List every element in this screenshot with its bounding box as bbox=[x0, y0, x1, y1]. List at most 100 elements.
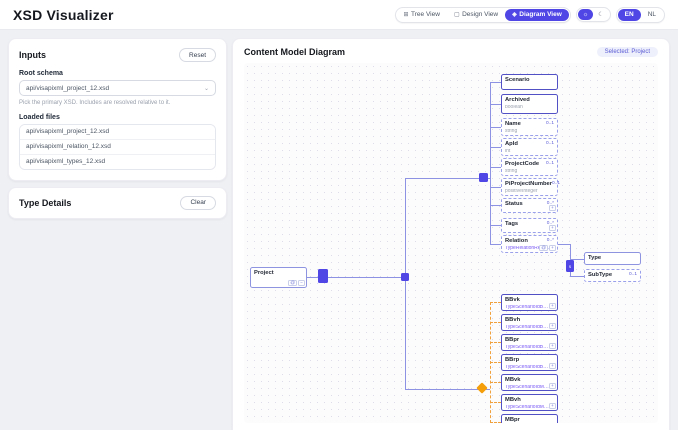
theme-dark-button[interactable]: ☾ bbox=[593, 9, 608, 20]
connector-line bbox=[405, 389, 490, 390]
loaded-file-item[interactable]: api/visapixml_types_12.xsd bbox=[20, 154, 215, 169]
node-choice-option[interactable]: MBvhTypeScenarioIdMBvh…+ bbox=[501, 394, 558, 411]
tab-diagram-view-label: Diagram View bbox=[519, 11, 562, 18]
left-column: Inputs Reset Root schema api/visapixml_p… bbox=[8, 38, 227, 219]
node-actions: + bbox=[549, 323, 556, 329]
connector-line bbox=[490, 322, 501, 323]
sequence-connector-icon bbox=[401, 273, 409, 281]
attributes-button[interactable]: @ bbox=[288, 279, 297, 286]
node-actions: + bbox=[549, 225, 556, 231]
connector-line bbox=[490, 225, 501, 226]
sequence-connector-icon bbox=[318, 269, 328, 283]
design-view-icon: ▢ bbox=[453, 11, 460, 18]
expand-button[interactable]: + bbox=[549, 403, 556, 409]
chevron-down-icon: ⌄ bbox=[203, 85, 209, 92]
node-element[interactable]: Archived boolean bbox=[501, 94, 558, 114]
node-actions: + bbox=[549, 383, 556, 389]
expand-button[interactable]: + bbox=[549, 363, 556, 369]
node-choice-option[interactable]: MBprTypeScenarioIdMBpr…+ bbox=[501, 414, 558, 423]
root-schema-select[interactable]: api/visapixml_project_12.xsd ⌄ bbox=[19, 80, 216, 96]
node-title: BBvh bbox=[505, 317, 521, 323]
connector-line bbox=[405, 178, 406, 389]
expand-button[interactable]: + bbox=[549, 205, 556, 211]
node-type-label: boolean bbox=[505, 105, 523, 111]
connector-line bbox=[490, 205, 501, 206]
expand-button[interactable]: + bbox=[549, 303, 556, 309]
type-details-panel: Type Details Clear bbox=[8, 186, 227, 219]
app-header: XSD Visualizer ⊞ Tree View ▢ Design View… bbox=[0, 0, 678, 30]
lang-nl-button[interactable]: NL bbox=[641, 9, 663, 21]
connector-line bbox=[328, 277, 401, 278]
type-details-title: Type Details bbox=[19, 197, 72, 208]
occurrence-badge: 0..* bbox=[546, 221, 554, 226]
connector-line bbox=[490, 342, 501, 343]
loaded-file-item[interactable]: api/visapixml_relation_12.xsd bbox=[20, 139, 215, 155]
node-type-label: int bbox=[505, 149, 511, 155]
node-title: ApId bbox=[505, 141, 518, 147]
node-title: SubType bbox=[588, 272, 613, 278]
expand-button[interactable]: + bbox=[549, 323, 556, 329]
header-controls: ⊞ Tree View ▢ Design View ◈ Diagram View… bbox=[394, 6, 665, 23]
expand-button[interactable]: + bbox=[549, 225, 556, 231]
moon-icon: ☾ bbox=[598, 11, 604, 18]
occurrence-badge: 0..* bbox=[546, 238, 554, 243]
node-title: BBvk bbox=[505, 297, 520, 303]
node-title: Scenario bbox=[505, 77, 530, 83]
node-type-label: positiveInteger bbox=[505, 189, 538, 195]
node-title: BBrp bbox=[505, 357, 520, 363]
node-actions: + bbox=[549, 343, 556, 349]
tab-design-view[interactable]: ▢ Design View bbox=[447, 9, 505, 21]
node-actions: + bbox=[549, 403, 556, 409]
node-title: Relation bbox=[505, 238, 528, 244]
inputs-title: Inputs bbox=[19, 50, 46, 60]
loaded-file-item[interactable]: api/visapixml_project_12.xsd bbox=[20, 124, 215, 140]
tab-diagram-view[interactable]: ◈ Diagram View bbox=[505, 8, 569, 21]
clear-button[interactable]: Clear bbox=[180, 195, 216, 210]
node-choice-option[interactable]: BBvhTypeScenarioIdBBvh…+ bbox=[501, 314, 558, 331]
loaded-files-label: Loaded files bbox=[19, 113, 60, 121]
node-choice-option[interactable]: MBvkTypeScenarioIdMBvk…+ bbox=[501, 374, 558, 391]
theme-switcher: ☼ ☾ bbox=[575, 7, 611, 22]
choice-diamond-icon bbox=[476, 382, 488, 394]
connector-line bbox=[490, 127, 501, 128]
reset-button[interactable]: Reset bbox=[179, 48, 216, 62]
root-schema-label: Root schema bbox=[19, 70, 63, 77]
attributes-button[interactable]: @ bbox=[539, 244, 548, 251]
tab-tree-view[interactable]: ⊞ Tree View bbox=[397, 9, 447, 21]
tree-view-icon: ⊞ bbox=[403, 11, 409, 18]
theme-light-button[interactable]: ☼ bbox=[577, 9, 594, 20]
node-type-label: TypeScenarioIdMBvk… bbox=[505, 385, 551, 391]
connector-line bbox=[570, 259, 584, 260]
tab-design-view-label: Design View bbox=[462, 11, 499, 18]
node-actions: + bbox=[549, 205, 556, 211]
node-type-label: string bbox=[505, 169, 518, 175]
node-title: MBvk bbox=[505, 377, 521, 383]
expand-button[interactable]: + bbox=[549, 383, 556, 389]
lang-en-button[interactable]: EN bbox=[617, 8, 641, 21]
node-title: Project bbox=[254, 270, 274, 276]
node-title: Archived bbox=[505, 97, 530, 103]
node-element[interactable]: Scenario bbox=[501, 74, 558, 90]
node-type[interactable]: Type bbox=[584, 252, 641, 265]
node-choice-option[interactable]: BBvkTypeScenarioIdBBvk…+ bbox=[501, 294, 558, 311]
node-subtype[interactable]: SubType 0..1 bbox=[584, 269, 641, 282]
expand-button[interactable]: + bbox=[549, 245, 556, 251]
tab-tree-view-label: Tree View bbox=[411, 11, 440, 18]
node-project[interactable]: Project @− bbox=[250, 267, 307, 288]
occurrence-badge: 0..1 bbox=[628, 272, 637, 277]
connector-line bbox=[490, 362, 501, 363]
connector-line bbox=[490, 244, 501, 245]
expand-button[interactable]: + bbox=[549, 343, 556, 349]
collapse-button[interactable]: − bbox=[298, 280, 305, 286]
connector-line bbox=[558, 244, 570, 245]
